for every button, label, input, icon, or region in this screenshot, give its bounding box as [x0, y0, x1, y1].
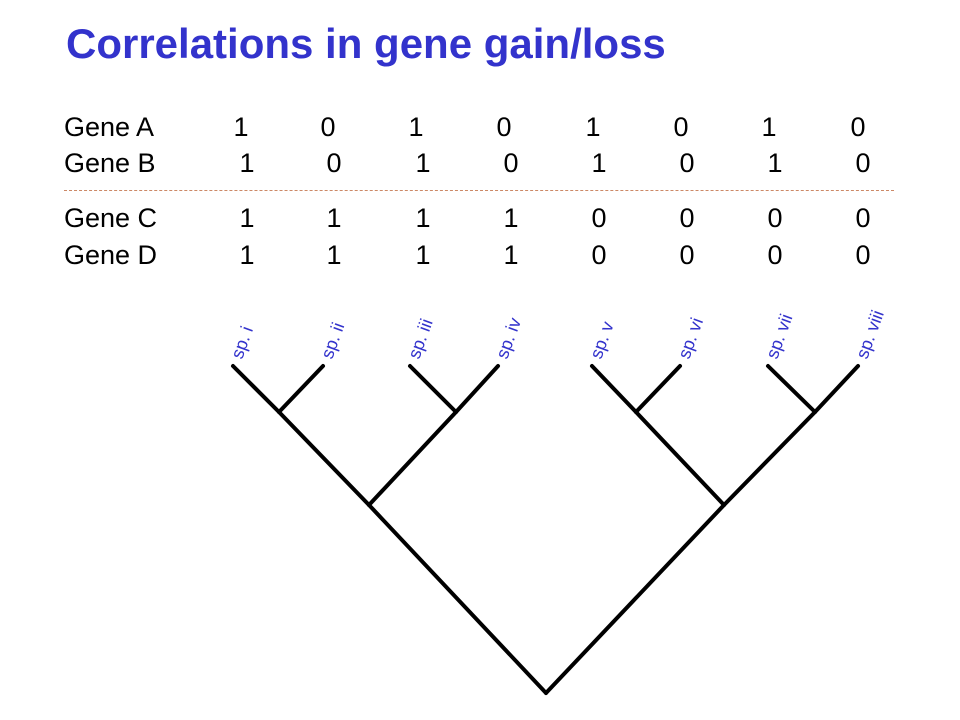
species-label: sp. viii — [852, 308, 888, 362]
gene-value: 1 — [239, 148, 255, 178]
tree-branch — [544, 503, 726, 695]
gene-value: 0 — [767, 240, 783, 270]
gene-value: 1 — [767, 148, 783, 178]
gene-name: Gene D — [64, 240, 158, 270]
gene-value: 0 — [591, 203, 607, 233]
gene-value: 0 — [673, 112, 689, 142]
tree-branch — [408, 364, 458, 414]
gene-value: 0 — [855, 148, 871, 178]
gene-value: 0 — [320, 112, 336, 142]
gene-value: 0 — [767, 203, 783, 233]
tree-branch — [590, 364, 638, 414]
gene-value: 0 — [326, 148, 342, 178]
species-label: sp. iii — [404, 316, 437, 361]
page-title: Correlations in gene gain/loss — [66, 20, 666, 67]
tree-branch — [634, 410, 726, 507]
gene-value: 1 — [408, 112, 424, 142]
gene-value: 0 — [855, 240, 871, 270]
gene-value: 1 — [503, 240, 519, 270]
species-label: sp. vi — [674, 315, 707, 361]
tree-branch — [231, 364, 281, 414]
species-label: sp. iv — [492, 315, 525, 361]
species-label: sp. vii — [762, 311, 797, 361]
species-label: sp. i — [227, 324, 257, 362]
gene-name: Gene C — [64, 203, 158, 233]
species-label: sp. v — [586, 319, 618, 362]
gene-value: 0 — [679, 240, 695, 270]
gene-value: 0 — [591, 240, 607, 270]
gene-value: 1 — [503, 203, 519, 233]
species-label: sp. ii — [317, 320, 348, 362]
gene-value: 1 — [591, 148, 607, 178]
gene-value: 0 — [855, 203, 871, 233]
tree-branch — [367, 503, 548, 695]
gene-value: 1 — [326, 203, 342, 233]
tree-branch — [277, 364, 325, 414]
gene-value: 1 — [239, 240, 255, 270]
gene-value: 1 — [415, 148, 431, 178]
gene-value: 0 — [679, 203, 695, 233]
gene-value: 1 — [239, 203, 255, 233]
tree-branch — [634, 364, 682, 414]
gene-value: 1 — [415, 203, 431, 233]
tree-branch — [813, 364, 860, 414]
tree-branch — [454, 364, 500, 414]
gene-value: 0 — [503, 148, 519, 178]
gene-value: 1 — [761, 112, 777, 142]
gene-value: 1 — [585, 112, 601, 142]
gene-value: 1 — [326, 240, 342, 270]
gene-value: 0 — [496, 112, 512, 142]
gene-value: 1 — [233, 112, 249, 142]
gene-name: Gene A — [64, 112, 155, 142]
tree-branch — [766, 364, 817, 414]
group-divider — [64, 190, 894, 191]
gene-value: 1 — [415, 240, 431, 270]
gene-value: 0 — [850, 112, 866, 142]
tree-branch — [367, 410, 458, 507]
tree-branch — [722, 410, 817, 507]
gene-value: 0 — [679, 148, 695, 178]
gene-name: Gene B — [64, 148, 156, 178]
tree-branch — [277, 410, 371, 507]
